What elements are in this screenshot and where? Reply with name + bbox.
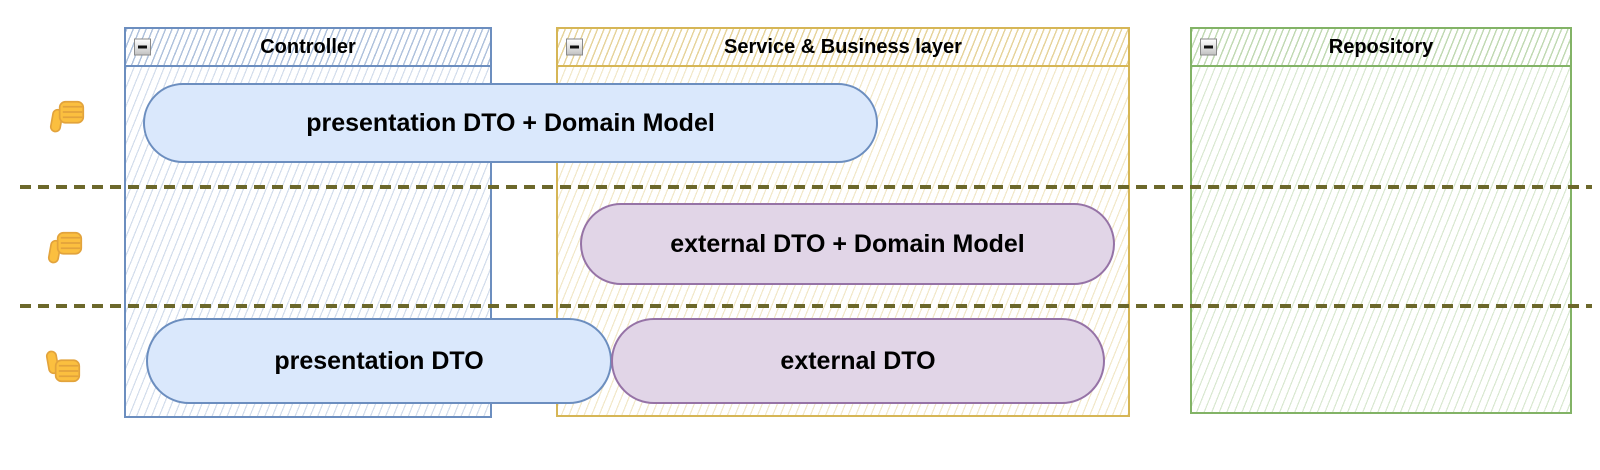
container-title: Controller — [260, 35, 356, 58]
pill-presentation-dto-plus-domain-model[interactable]: presentation DTO + Domain Model — [143, 83, 878, 163]
pill-label: external DTO — [780, 346, 936, 375]
collapse-minus-icon[interactable] — [566, 38, 583, 56]
container-title: Service & Business layer — [724, 35, 962, 58]
container-repository-body — [1192, 67, 1570, 412]
row-divider — [20, 304, 1592, 308]
pill-label: presentation DTO — [274, 346, 484, 375]
container-controller-header: Controller — [126, 29, 490, 67]
container-service-header: Service & Business layer — [558, 29, 1128, 67]
pill-label: external DTO + Domain Model — [670, 229, 1025, 258]
container-title: Repository — [1328, 35, 1434, 58]
container-repository[interactable]: Repository — [1190, 27, 1572, 414]
container-repository-header: Repository — [1192, 29, 1570, 67]
pill-external-dto[interactable]: external DTO — [611, 318, 1105, 404]
thumbs-up-icon — [42, 344, 84, 386]
pill-label: presentation DTO + Domain Model — [306, 108, 715, 137]
thumbs-down-icon — [44, 228, 86, 270]
collapse-minus-icon[interactable] — [1200, 38, 1217, 56]
pill-presentation-dto[interactable]: presentation DTO — [146, 318, 612, 404]
pill-external-dto-plus-domain-model[interactable]: external DTO + Domain Model — [580, 203, 1115, 285]
row-divider — [20, 185, 1592, 189]
thumbs-down-icon — [46, 97, 88, 139]
collapse-minus-icon[interactable] — [134, 38, 151, 56]
